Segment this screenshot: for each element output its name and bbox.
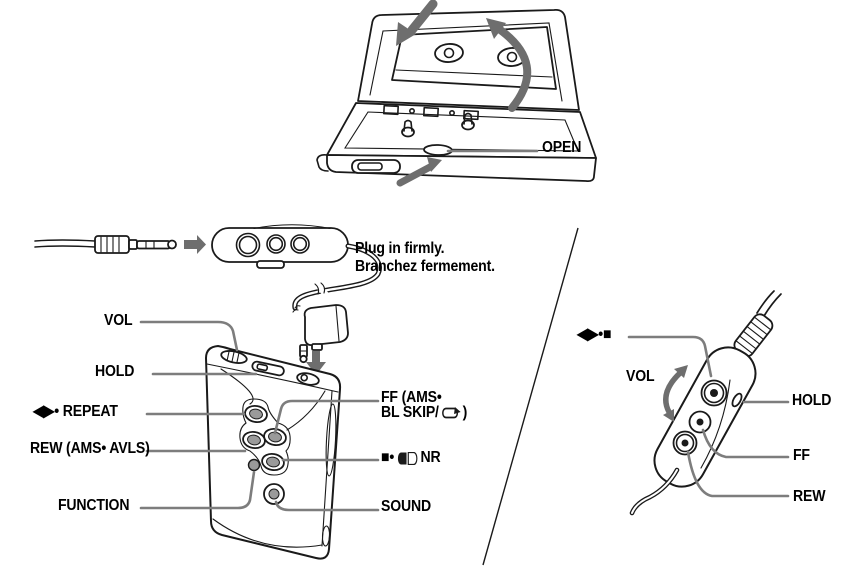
label-ff-remote: FF <box>793 447 810 464</box>
remote-rew-button <box>672 430 698 456</box>
label-stop-nr: NR <box>420 449 441 466</box>
remote-play-stop-button <box>700 379 728 407</box>
button-cluster-bezel <box>239 398 291 476</box>
head-mechanism <box>383 104 479 121</box>
remote-hold-switch <box>731 392 743 408</box>
ff-button <box>263 427 287 447</box>
cassette-open-illustration <box>316 0 597 187</box>
repeat-button <box>244 404 268 424</box>
inline-remote-illustration <box>627 290 790 516</box>
headphone-plug <box>94 235 177 254</box>
label-ff-main-line2-text: BL SKIP/ <box>381 404 439 421</box>
cable-break-mark <box>314 282 326 295</box>
label-stop-dolby-main: ■• NR <box>381 449 441 466</box>
inline-remote-front <box>211 224 349 269</box>
label-plug-note-fr: Branchez fermement. <box>355 258 495 275</box>
label-function-main: FUNCTION <box>58 497 130 514</box>
main-unit-body <box>205 345 342 560</box>
vol-dial <box>220 350 248 364</box>
label-vol-main: VOL <box>104 312 133 329</box>
dolby-nr-icon <box>397 451 418 465</box>
insert-cassette-arrow <box>407 0 438 35</box>
label-ff-main-line2: BL SKIP/ ) <box>381 405 467 421</box>
sound-button <box>263 483 285 505</box>
main-unit-leader-lines <box>139 320 380 512</box>
slide-open-arrow <box>396 163 434 187</box>
reel-posts <box>401 112 475 138</box>
label-hold-main: HOLD <box>95 363 135 380</box>
label-ff-main-line1: FF (AMS• <box>381 389 442 406</box>
remote-plug-illustration <box>34 224 382 375</box>
label-rew-main: REW (AMS• AVLS) <box>30 440 150 457</box>
label-ff-main-line2-paren: ) <box>462 404 468 421</box>
lid-open-arrow <box>495 25 532 112</box>
label-repeat-main: ◀▶• REPEAT <box>33 403 118 420</box>
plug-direction-arrow <box>184 235 206 254</box>
cassette-tape <box>391 26 557 90</box>
rew-button <box>242 430 266 450</box>
l-plug <box>292 304 349 364</box>
remote-vol-arrow <box>663 365 688 422</box>
section-divider <box>482 227 579 566</box>
label-plug-note-en: Plug in firmly. <box>355 240 445 257</box>
plug-in-arrow <box>306 351 326 375</box>
remote-jack <box>296 372 320 386</box>
label-play-stop-remote: ◀▶•■ <box>577 326 612 343</box>
label-vol-remote: VOL <box>626 368 655 385</box>
stop-button <box>261 452 285 472</box>
open-switch <box>351 144 453 174</box>
remote-ff-button <box>688 410 712 434</box>
hold-switch <box>251 360 285 377</box>
continuous-play-loop-icon <box>441 407 461 419</box>
label-sound-main: SOUND <box>381 498 431 515</box>
label-open: OPEN <box>542 139 582 156</box>
function-button <box>247 458 261 472</box>
label-rew-remote: REW <box>793 488 826 505</box>
remote-leader-lines <box>627 335 790 498</box>
label-stop-glyphs: ■• <box>381 449 395 466</box>
main-unit-illustration <box>139 320 380 560</box>
label-hold-remote: HOLD <box>792 392 832 409</box>
